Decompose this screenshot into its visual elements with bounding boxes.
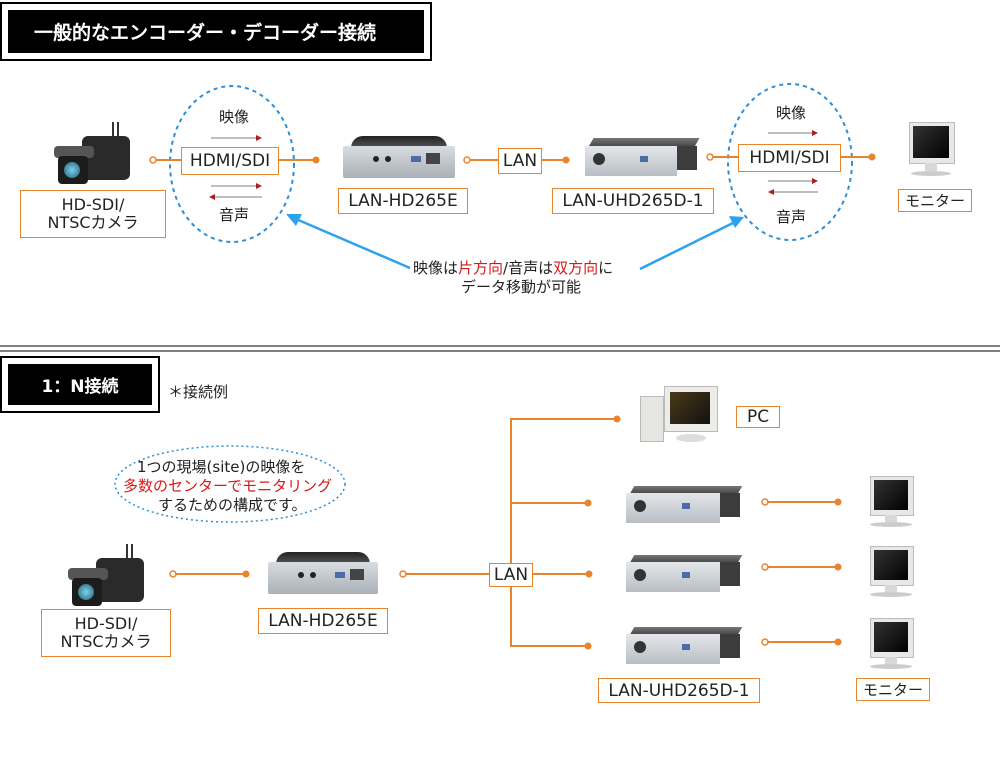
- left-interface-label: HDMI/SDI: [181, 147, 279, 175]
- encoder-label: LAN-HD265E: [338, 188, 468, 214]
- video-camera-icon: [66, 544, 146, 606]
- camera-label-line2: NTSCカメラ: [47, 213, 139, 232]
- wire-end-dot: [868, 153, 876, 161]
- bubble-dashed-outline: [114, 445, 346, 523]
- bubble-line1: 1つの現場(site)の映像を: [137, 458, 306, 476]
- emphasis-one-way: 片方向: [458, 259, 504, 277]
- audio-arrow-right: [812, 178, 818, 184]
- camera-label-line1: HD-SDI/: [61, 195, 125, 214]
- left-dashed-circle: [169, 85, 295, 243]
- decoder-label-2: LAN-UHD265D-1: [598, 678, 760, 703]
- lan-hub-label: LAN: [489, 563, 533, 587]
- pc-icon: [640, 386, 722, 446]
- lan-label: LAN: [498, 148, 542, 174]
- direction-note: 映像は片方向/音声は双方向に: [413, 259, 614, 277]
- wire-start-dot: [149, 156, 157, 164]
- left-audio-label: 音声: [219, 206, 250, 224]
- video-arrow-right: [256, 135, 262, 141]
- decoder-label: LAN-UHD265D-1: [552, 188, 714, 214]
- encoder-label-2: LAN-HD265E: [258, 608, 388, 634]
- section1-title: 一般的なエンコーダー・デコーダー接続: [34, 22, 377, 44]
- decoder-device-icon: [585, 138, 700, 178]
- section2-title: 1：N接続: [41, 377, 119, 397]
- monitor-label-2: モニター: [856, 678, 930, 701]
- wire-end-dot: [312, 156, 320, 164]
- right-dashed-circle: [727, 83, 853, 241]
- section2-title-bar: 1：N接続: [8, 364, 152, 405]
- audio-arrow-left: [768, 189, 774, 195]
- audio-arrow-right: [256, 183, 262, 189]
- right-video-label: 映像: [776, 104, 807, 122]
- monitor-icon: [866, 618, 916, 670]
- callout-arrow-left: [295, 217, 411, 270]
- section1-title-bar: 一般的なエンコーダー・デコーダー接続: [8, 10, 424, 53]
- monitor-icon: [905, 122, 957, 178]
- video-camera-icon: [52, 122, 132, 184]
- bubble-line3: するための構成です。: [158, 496, 307, 514]
- wire-start-dot: [463, 156, 471, 164]
- example-note: ＊接続例: [168, 383, 229, 401]
- section1-title-box: 一般的なエンコーダー・デコーダー接続: [0, 2, 432, 61]
- right-interface-label: HDMI/SDI: [738, 144, 841, 172]
- decoder-device-icon: [626, 555, 743, 593]
- camera-label: HD-SDI/ NTSCカメラ: [20, 190, 166, 238]
- direction-note-line2: データ移動が可能: [461, 278, 582, 296]
- monitor-icon: [866, 476, 916, 528]
- section2-title-box: 1：N接続: [0, 356, 160, 413]
- encoder-device-icon: [343, 136, 455, 178]
- monitor-label: モニター: [898, 189, 972, 212]
- decoder-device-icon: [626, 486, 743, 524]
- video-arrow-right: [812, 130, 818, 136]
- decoder-device-icon: [626, 627, 743, 665]
- wire-start-dot: [706, 153, 714, 161]
- left-video-label: 映像: [219, 108, 250, 126]
- encoder-device-icon: [268, 552, 378, 594]
- wire-end-dot: [562, 156, 570, 164]
- bubble-line2: 多数のセンターでモニタリング: [123, 477, 333, 495]
- monitor-icon: [866, 546, 916, 598]
- pc-label: PC: [736, 406, 780, 428]
- right-audio-label: 音声: [776, 208, 807, 226]
- emphasis-two-way: 双方向: [553, 259, 599, 277]
- audio-arrow-left: [209, 194, 215, 200]
- camera-label-2: HD-SDI/ NTSCカメラ: [41, 609, 171, 657]
- callout-arrow-right: [639, 220, 736, 271]
